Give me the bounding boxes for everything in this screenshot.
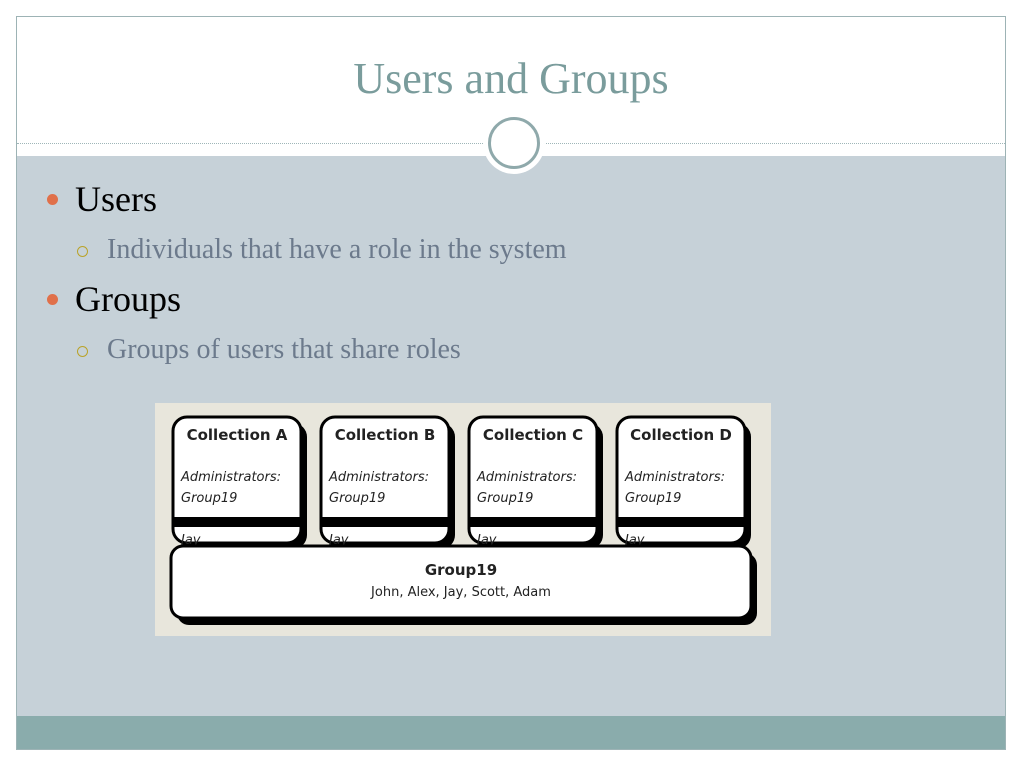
collection-box-d: Collection D Administrators: Group19 Jay xyxy=(615,415,751,549)
collection-box-a: Collection A Administrators: Group19 Jay xyxy=(171,415,307,549)
collection-admin-label: Administrators: xyxy=(476,470,577,485)
collection-name: Collection D xyxy=(630,426,732,444)
collection-member: Jay xyxy=(474,533,497,548)
group-box: Group19 John, Alex, Jay, Scott, Adam xyxy=(169,544,757,625)
diagram-svg: Collection A Administrators: Group19 Jay… xyxy=(169,415,757,625)
bullet-label: Groups xyxy=(75,279,181,319)
bullet-circle-icon xyxy=(77,346,88,357)
sub-bullet-label: Individuals that have a role in the syst… xyxy=(107,234,567,265)
group-members: John, Alex, Jay, Scott, Adam xyxy=(370,585,551,600)
collection-member: Jay xyxy=(622,533,645,548)
collection-admin-label: Administrators: xyxy=(624,470,725,485)
ornament-ring-icon xyxy=(488,117,540,169)
collection-name: Collection A xyxy=(187,426,288,444)
collections-diagram: Collection A Administrators: Group19 Jay… xyxy=(155,403,771,636)
bullet-dot-icon xyxy=(47,194,58,205)
slide-title: Users and Groups xyxy=(353,54,669,103)
collection-box-c: Collection C Administrators: Group19 Jay xyxy=(467,415,603,549)
collection-box-b: Collection B Administrators: Group19 Jay xyxy=(319,415,455,549)
collection-admin-label: Administrators: xyxy=(328,470,429,485)
collection-admin-group: Group19 xyxy=(625,491,681,506)
collection-admin-label: Administrators: xyxy=(180,470,281,485)
bullet-dot-icon xyxy=(47,294,58,305)
slide: Users and Groups Users Individuals that … xyxy=(16,16,1006,750)
collection-name: Collection C xyxy=(483,426,583,444)
collection-admin-group: Group19 xyxy=(477,491,533,506)
footer-bar xyxy=(17,716,1005,749)
collection-admin-group: Group19 xyxy=(329,491,385,506)
collection-name: Collection B xyxy=(335,426,436,444)
bullet-circle-icon xyxy=(77,246,88,257)
title-ornament xyxy=(483,112,545,174)
collection-member: Jay xyxy=(326,533,349,548)
bullet-label: Users xyxy=(75,179,157,219)
sub-bullet-label: Groups of users that share roles xyxy=(107,334,461,365)
collection-admin-group: Group19 xyxy=(181,491,237,506)
collection-member: Jay xyxy=(178,533,201,548)
group-name: Group19 xyxy=(425,561,497,579)
